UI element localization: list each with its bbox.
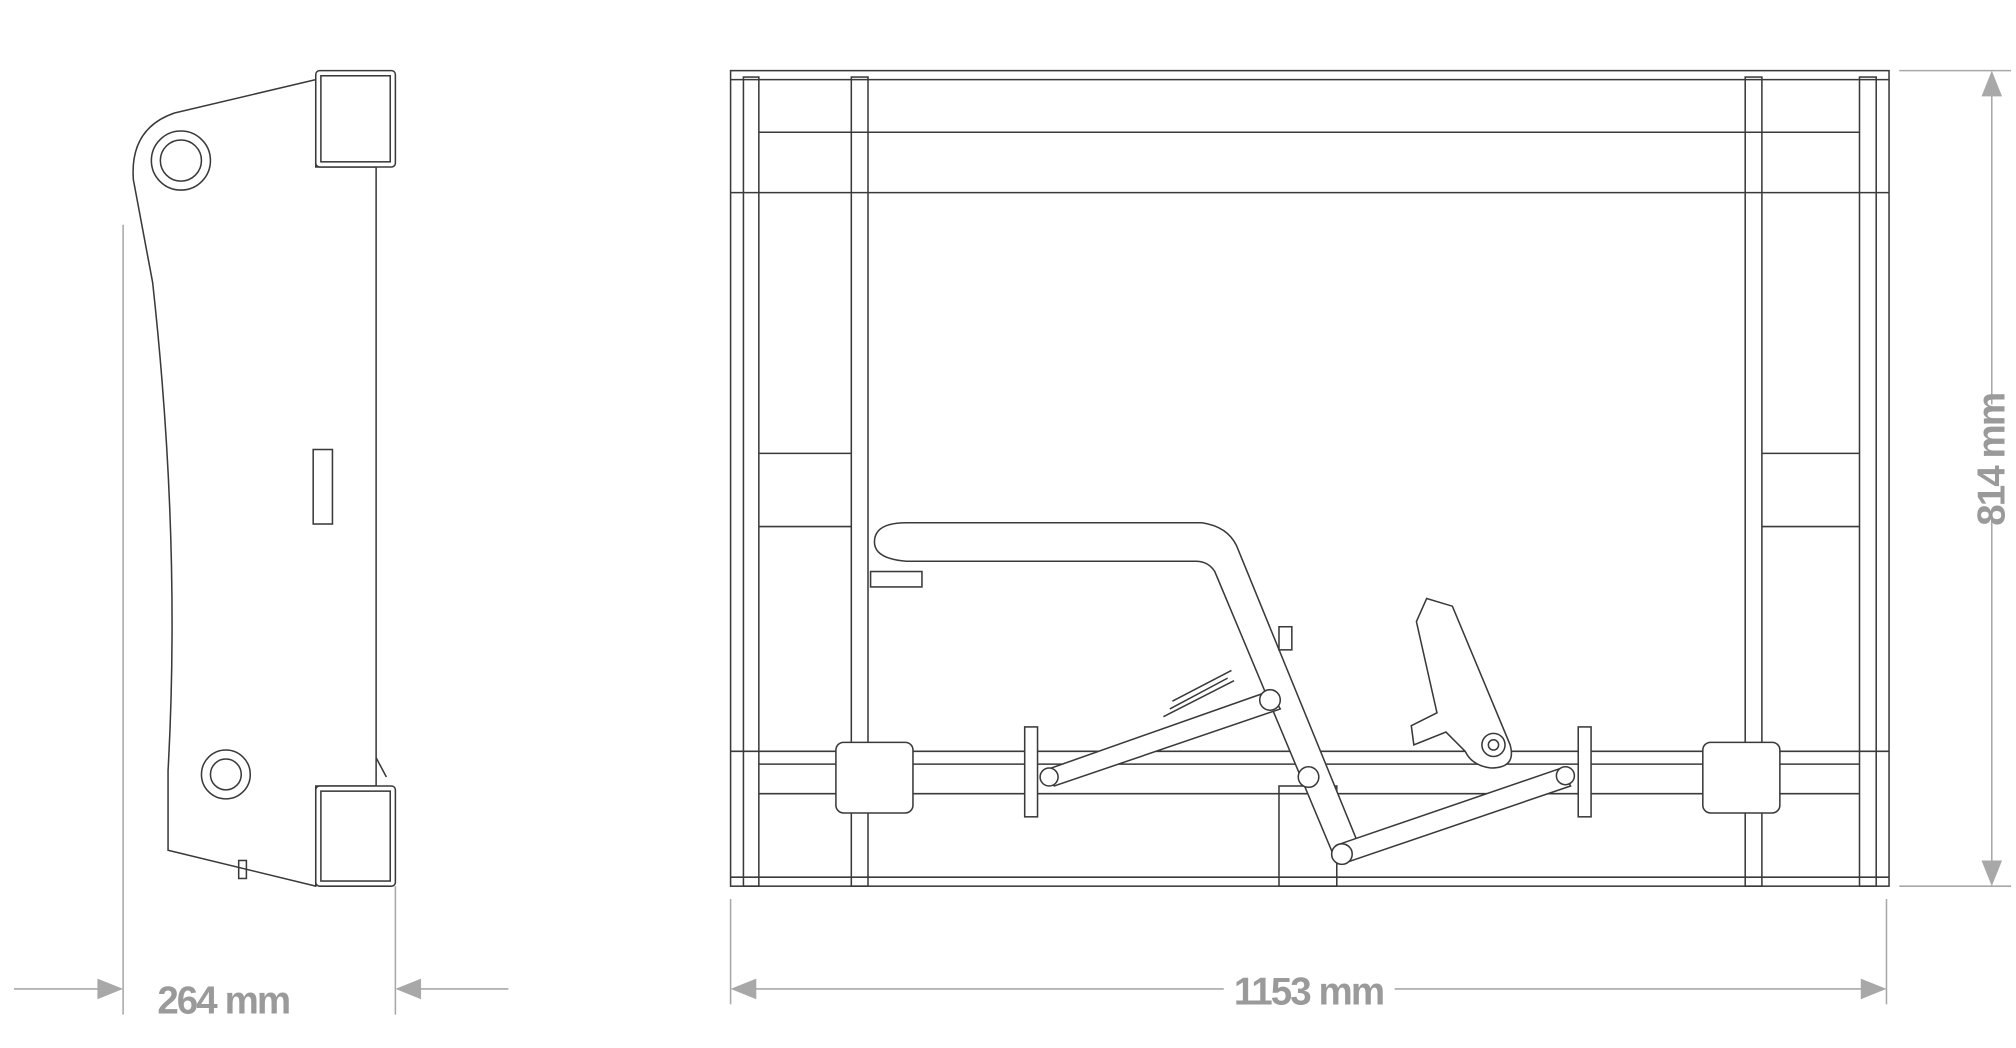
height-label: 814 mm <box>1971 394 2014 526</box>
depth-label: 264 mm <box>157 979 289 1022</box>
dimension-depth: 264 mm <box>13 224 509 1022</box>
dimension-height: 814 mm <box>1899 69 2014 887</box>
dimension-width: 1153 mm <box>729 899 1888 1013</box>
width-label: 1153 mm <box>1234 970 1383 1013</box>
front-view <box>729 69 1890 887</box>
side-view <box>132 69 397 888</box>
